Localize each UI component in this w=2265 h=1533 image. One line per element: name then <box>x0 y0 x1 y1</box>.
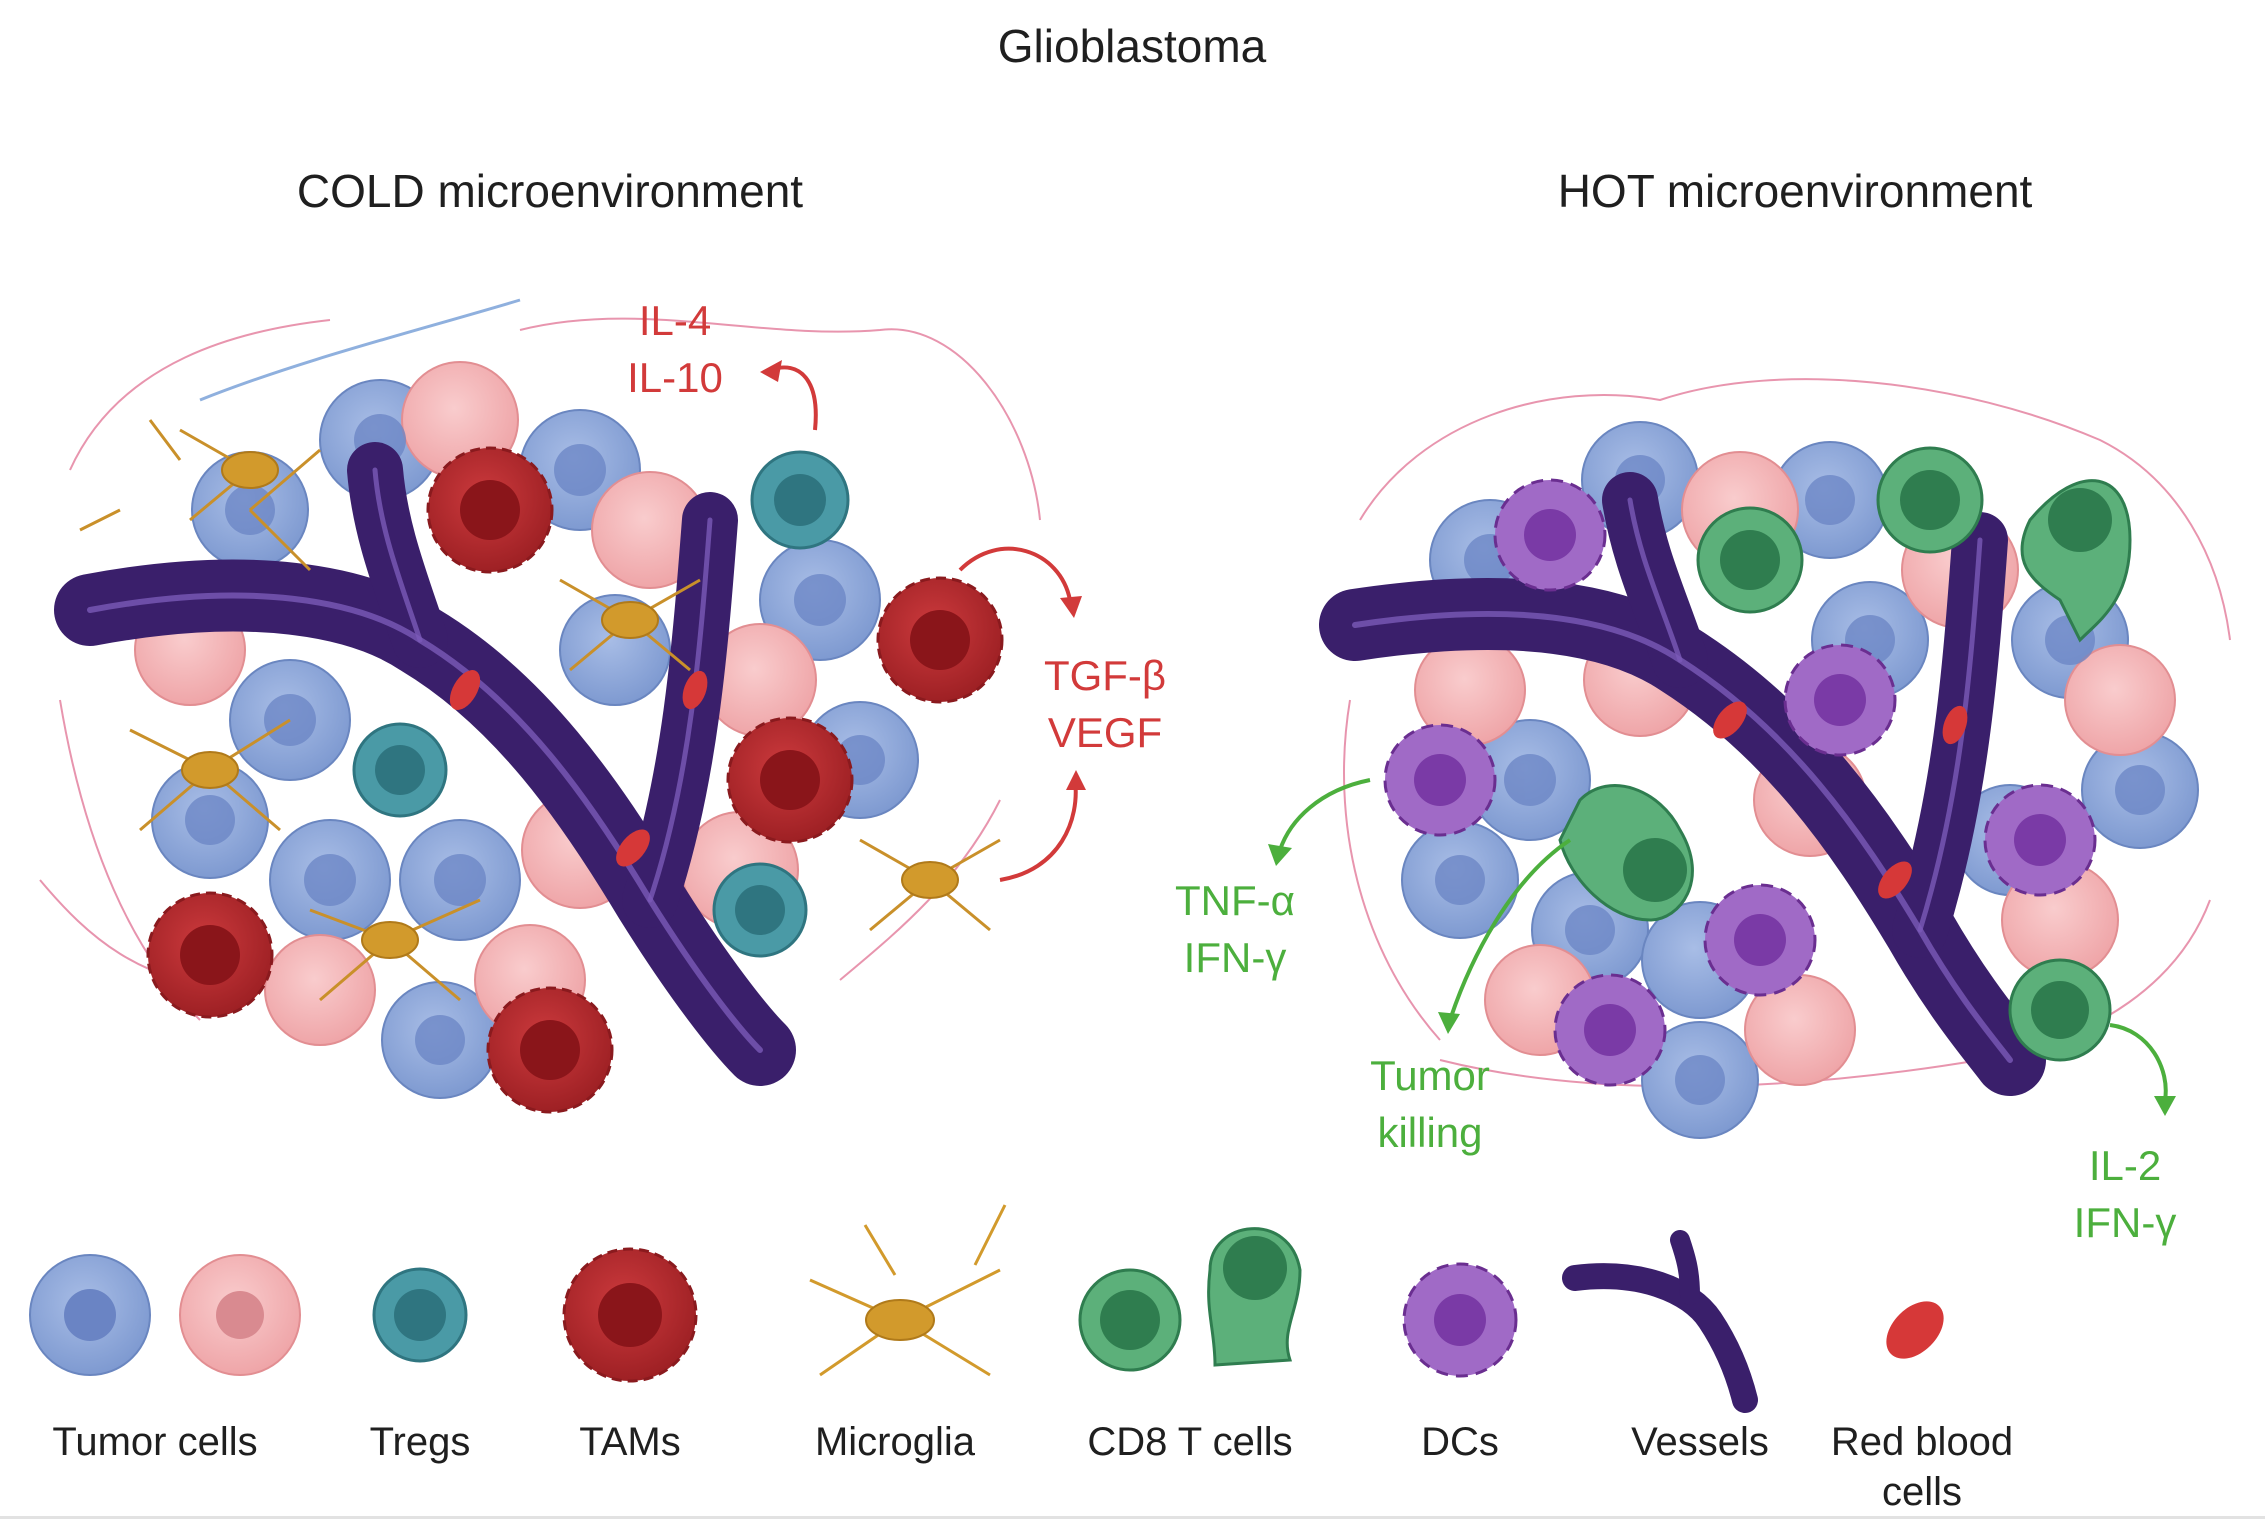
hot-cytokine-il2: IL-2 <box>2089 1142 2161 1189</box>
hot-microenvironment: TNF-α IFN-γ Tumor killing IL-2 IFN-γ <box>1175 378 2231 1246</box>
legend-label-tregs: Tregs <box>370 1420 471 1464</box>
legend-label-vessels: Vessels <box>1631 1420 1769 1464</box>
cold-cytokine-il4: IL-4 <box>639 297 711 344</box>
legend-label-microglia: Microglia <box>815 1420 976 1464</box>
legend-label-cd8-t-cells: CD8 T cells <box>1087 1420 1292 1464</box>
legend-red-blood-cells: Red blood cells <box>1831 1301 2013 1514</box>
legend-tumor-cells: Tumor cells <box>29 1254 301 1464</box>
hot-tumor-killing-line2: killing <box>1377 1109 1482 1156</box>
legend-dcs: DCs <box>1402 1262 1518 1464</box>
legend-microglia: Microglia <box>809 1204 1007 1464</box>
cold-microglia <box>79 419 1001 1002</box>
cold-cytokine-il10: IL-10 <box>627 354 723 401</box>
cold-vessel <box>54 442 796 1086</box>
legend-tams: TAMs <box>562 1247 698 1464</box>
legend-cd8-t-cells: CD8 T cells <box>1078 1227 1302 1464</box>
cold-tregs <box>352 450 850 958</box>
legend-vessels: Vessels <box>1562 1230 1769 1464</box>
hot-cd8-t-cells <box>1558 446 2132 1062</box>
hot-vessel <box>1319 472 2046 1096</box>
legend-label-red-blood-cells-line1: Red blood <box>1831 1420 2013 1464</box>
legend-label-tumor-cells: Tumor cells <box>52 1420 257 1464</box>
hot-cytokine-tnfa: TNF-α <box>1175 877 1295 924</box>
hot-tumor-killing-line1: Tumor <box>1370 1052 1490 1099</box>
bottom-divider <box>0 1516 2265 1519</box>
figure-title: Glioblastoma <box>998 20 1267 72</box>
hot-arrows <box>1278 778 2168 1101</box>
cold-panel-title: COLD microenvironment <box>297 165 803 217</box>
legend-label-dcs: DCs <box>1421 1420 1499 1464</box>
cold-cytokine-tgfb: TGF-β <box>1044 652 1166 699</box>
legend: Tumor cells Tregs TAMs Microglia CD8 T c… <box>29 1204 2013 1514</box>
legend-tregs: Tregs <box>370 1267 471 1464</box>
hot-cytokine-ifng-right: IFN-γ <box>2074 1199 2177 1246</box>
cold-tumor-cells <box>151 379 919 1099</box>
hot-panel-title: HOT microenvironment <box>1558 165 2033 217</box>
hot-cytokine-ifng-left: IFN-γ <box>1184 934 1287 981</box>
legend-label-red-blood-cells-line2: cells <box>1882 1470 1962 1514</box>
cold-cytokine-vegf: VEGF <box>1048 709 1162 756</box>
cold-microenvironment: IL-4 IL-10 TGF-β VEGF <box>39 297 1166 1114</box>
legend-label-tams: TAMs <box>579 1420 680 1464</box>
